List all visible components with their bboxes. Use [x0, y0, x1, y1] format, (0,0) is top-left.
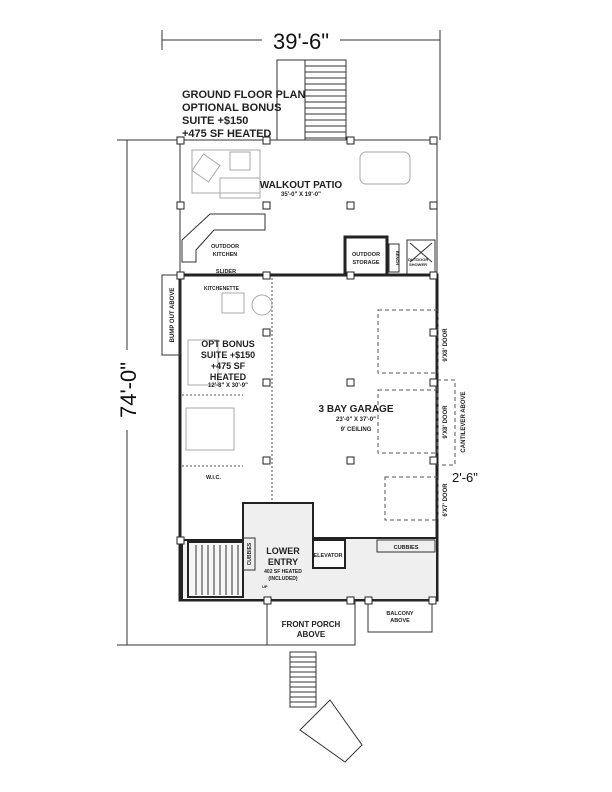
rear-stair: [276, 59, 347, 141]
svg-text:W.I.C.: W.I.C.: [206, 475, 221, 481]
svg-text:23'-0" X 37'-0": 23'-0" X 37'-0": [336, 417, 376, 423]
svg-text:SUITE +$150: SUITE +$150: [201, 350, 255, 360]
width-dimension: 39'-6": [161, 28, 441, 140]
column-post: [176, 201, 185, 210]
svg-text:CUBBIES: CUBBIES: [247, 542, 253, 565]
svg-text:KITCHENETTE: KITCHENETTE: [204, 286, 240, 292]
column-post: [262, 328, 271, 337]
column-post: [176, 536, 185, 545]
lower-entry-label: LOWER: [266, 546, 300, 556]
svg-text:SHOWER: SHOWER: [409, 262, 427, 267]
column-post: [262, 201, 271, 210]
svg-text:(INCLUDED): (INCLUDED): [268, 576, 297, 582]
svg-text:KITCHEN: KITCHEN: [213, 252, 237, 258]
elevator: [312, 539, 346, 569]
column-post: [364, 596, 373, 605]
svg-text:CUBBIES: CUBBIES: [394, 545, 419, 551]
offset-label: 2'-6": [452, 470, 478, 485]
svg-text:BALCONY: BALCONY: [386, 611, 414, 617]
svg-text:GROUND FLOOR PLAN: GROUND FLOOR PLAN: [182, 89, 305, 101]
svg-text:OUTDOOR: OUTDOOR: [352, 252, 380, 258]
svg-text:6'X7' DOOR: 6'X7' DOOR: [443, 483, 449, 517]
column-post: [176, 136, 185, 145]
column-post: [429, 201, 438, 210]
lower-entry-area: [181, 502, 438, 601]
svg-text:402 SF HEATED: 402 SF HEATED: [264, 569, 302, 575]
bump-out: [161, 274, 181, 356]
patio-size: 35'-0" X 19'-0": [281, 192, 321, 198]
svg-text:SLIDER: SLIDER: [216, 269, 236, 275]
column-post: [262, 136, 271, 145]
front-stair: [289, 651, 363, 763]
svg-text:ABOVE: ABOVE: [390, 618, 410, 624]
column-post: [346, 136, 355, 145]
column-post: [429, 456, 438, 465]
svg-text:OPTIONAL BONUS: OPTIONAL BONUS: [182, 102, 281, 114]
interior-stair: [187, 541, 244, 598]
depth-label: 74'-0": [116, 362, 141, 418]
svg-text:CANTILEVER ABOVE: CANTILEVER ABOVE: [461, 391, 467, 452]
svg-text:ENTRY: ENTRY: [268, 557, 298, 567]
svg-text:OPT BONUS: OPT BONUS: [201, 339, 255, 349]
column-post: [346, 271, 355, 280]
svg-text:SUITE +$150: SUITE +$150: [182, 115, 248, 127]
patio-label: WALKOUT PATIO: [260, 180, 343, 191]
svg-text:FRONT PORCH: FRONT PORCH: [282, 620, 341, 629]
svg-text:HEATED: HEATED: [210, 372, 247, 382]
svg-text:STORAGE: STORAGE: [352, 260, 379, 266]
garage-label: 3 BAY GARAGE: [318, 404, 393, 415]
svg-text:ABOVE: ABOVE: [297, 630, 326, 639]
column-post: [429, 136, 438, 145]
column-post: [176, 271, 185, 280]
column-post: [346, 201, 355, 210]
column-post: [429, 271, 438, 280]
svg-text:9'X8' DOOR: 9'X8' DOOR: [443, 405, 449, 439]
column-post: [263, 596, 272, 605]
svg-text:9'X8' DOOR: 9'X8' DOOR: [443, 328, 449, 362]
svg-text:UP: UP: [262, 584, 268, 589]
width-label: 39'-6": [273, 29, 329, 54]
column-post: [262, 271, 271, 280]
column-post: [346, 456, 355, 465]
svg-text:OUTDOOR: OUTDOOR: [408, 257, 429, 262]
bench: [388, 243, 400, 273]
column-post: [429, 378, 438, 387]
patio-furniture: [181, 149, 411, 263]
svg-text:BENCH: BENCH: [395, 251, 400, 265]
svg-text:9' CEILING: 9' CEILING: [341, 427, 372, 433]
column-post: [346, 378, 355, 387]
svg-text:BUMP OUT ABOVE: BUMP OUT ABOVE: [170, 288, 176, 343]
bonus-suite-label: OPT BONUS SUITE +$150 +475 SF HEATED 12'…: [201, 339, 255, 389]
column-post: [262, 456, 271, 465]
svg-text:OUTDOOR: OUTDOOR: [211, 244, 239, 250]
plan-title: GROUND FLOOR PLAN OPTIONAL BONUS SUITE +…: [182, 89, 305, 140]
front-porch: [266, 599, 356, 646]
balcony: [367, 599, 433, 633]
column-post: [346, 596, 355, 605]
column-post: [429, 328, 438, 337]
svg-text:+475 SF: +475 SF: [211, 361, 246, 371]
svg-text:12'-8" X 30'-9": 12'-8" X 30'-9": [208, 383, 248, 389]
column-post: [262, 378, 271, 387]
svg-text:+475 SF HEATED: +475 SF HEATED: [182, 128, 271, 140]
depth-dimension: 74'-0": [114, 139, 267, 646]
column-post: [428, 596, 437, 605]
svg-text:ELEVATOR: ELEVATOR: [313, 553, 342, 559]
